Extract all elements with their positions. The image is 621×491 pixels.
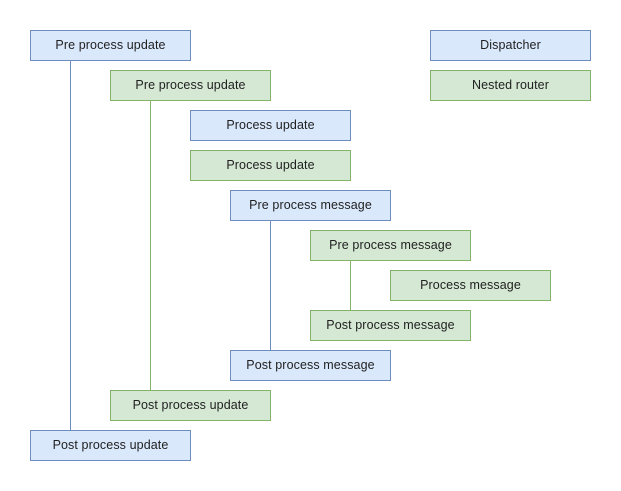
connector-outer-dispatcher-update-span xyxy=(70,61,71,430)
node-process-message-router[interactable]: Process message xyxy=(390,270,551,301)
node-label: Post process message xyxy=(326,318,455,333)
node-post-process-message-router[interactable]: Post process message xyxy=(310,310,471,341)
node-pre-process-update-dispatcher[interactable]: Pre process update xyxy=(30,30,191,61)
node-label: Pre process message xyxy=(329,238,452,253)
node-label: Pre process update xyxy=(135,78,246,93)
legend-item-nested-router[interactable]: Nested router xyxy=(430,70,591,101)
node-label: Post process update xyxy=(52,438,169,453)
node-label: Process update xyxy=(226,158,315,173)
connector-inner-router-message-span xyxy=(350,261,351,310)
node-post-process-message-dispatcher[interactable]: Post process message xyxy=(230,350,391,381)
node-process-update-dispatcher[interactable]: Process update xyxy=(190,110,351,141)
node-pre-process-message-dispatcher[interactable]: Pre process message xyxy=(230,190,391,221)
node-post-process-update-dispatcher[interactable]: Post process update xyxy=(30,430,191,461)
node-label: Pre process update xyxy=(55,38,166,53)
node-pre-process-update-router[interactable]: Pre process update xyxy=(110,70,271,101)
node-label: Post process update xyxy=(132,398,249,413)
node-label: Post process message xyxy=(246,358,375,373)
node-process-update-router[interactable]: Process update xyxy=(190,150,351,181)
node-pre-process-message-router[interactable]: Pre process message xyxy=(310,230,471,261)
node-label: Process message xyxy=(420,278,521,293)
legend-item-label: Dispatcher xyxy=(480,38,541,53)
legend-item-label: Nested router xyxy=(471,78,550,93)
node-label: Pre process message xyxy=(249,198,372,213)
node-post-process-update-router[interactable]: Post process update xyxy=(110,390,271,421)
connector-outer-router-update-span xyxy=(150,101,151,390)
node-label: Process update xyxy=(226,118,315,133)
connector-inner-dispatcher-message-span xyxy=(270,221,271,350)
legend-item-dispatcher[interactable]: Dispatcher xyxy=(430,30,591,61)
